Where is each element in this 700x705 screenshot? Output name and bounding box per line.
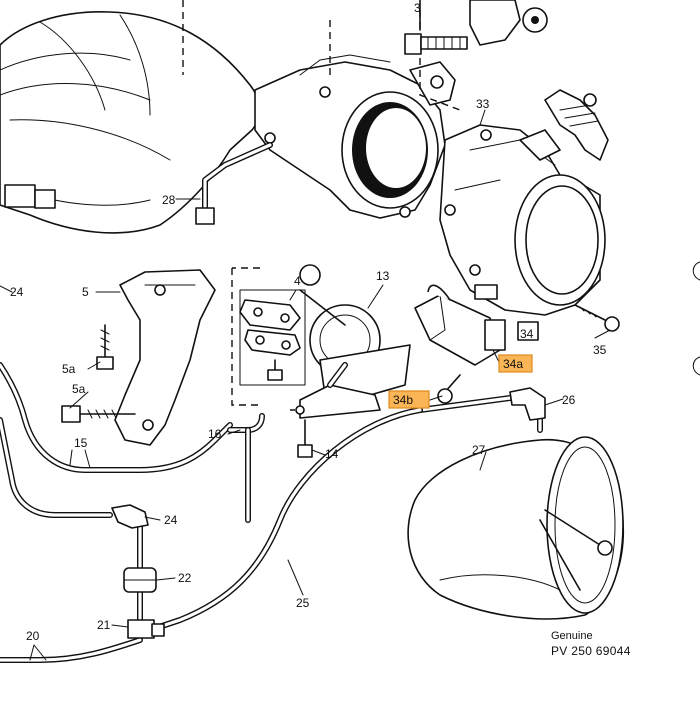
callout-15: 15 — [74, 436, 88, 450]
t-piece-21 — [127, 619, 165, 639]
callout-25: 25 — [296, 596, 310, 610]
callout-leaders — [0, 109, 611, 661]
bolt-5a-upper — [96, 324, 114, 370]
callout-labels: 3 33 28 24 5 13 4 5a 5a 34 35 34a 34b 26… — [10, 1, 607, 643]
vacuum-actuator — [295, 264, 411, 419]
bolt-5a-lower — [61, 405, 136, 423]
edge-markers — [692, 261, 700, 376]
gasket-kit — [239, 289, 306, 386]
elbow-26 — [509, 387, 546, 421]
throttle-body — [439, 89, 609, 316]
callout-21: 21 — [97, 618, 111, 632]
throttle-position-sensor — [414, 284, 506, 366]
footer-part-number: PV 250 69044 — [551, 644, 631, 658]
callout-24-mid: 24 — [164, 513, 178, 527]
screw-34b — [437, 374, 461, 404]
elbow-fitting-24 — [111, 504, 149, 529]
bolt-35 — [574, 304, 620, 332]
callout-26: 26 — [562, 393, 576, 407]
highlight-34a — [498, 354, 533, 373]
callout-22: 22 — [178, 571, 192, 585]
callout-3: 3 — [414, 1, 421, 15]
screw-14 — [297, 419, 313, 458]
pipe-28 — [195, 142, 273, 225]
callout-27: 27 — [472, 443, 486, 457]
callout-34b: 34b — [393, 393, 413, 407]
callout-5a-lower: 5a — [72, 382, 86, 396]
callout-35: 35 — [593, 343, 607, 357]
callout-4: 4 — [294, 274, 301, 288]
intake-plenum — [0, 11, 261, 234]
air-intake-duct — [407, 436, 625, 620]
callout-28: 28 — [162, 193, 176, 207]
callout-20: 20 — [26, 629, 40, 643]
callout-33: 33 — [476, 97, 490, 111]
callout-5: 5 — [82, 285, 89, 299]
bolt-3 — [404, 0, 468, 55]
callout-34: 34 — [520, 327, 534, 341]
callout-5a-upper: 5a — [62, 362, 76, 376]
bracket-5 — [114, 269, 216, 446]
vacuum-hoses — [0, 362, 543, 663]
callout-34a: 34a — [503, 357, 523, 371]
throttle-adapter — [254, 54, 456, 219]
top-right-fitting — [469, 0, 548, 46]
callout-24-left: 24 — [10, 285, 24, 299]
callout-13: 13 — [376, 269, 390, 283]
highlight-34b — [388, 390, 430, 409]
check-valve-22 — [123, 567, 157, 593]
callout-16: 16 — [208, 427, 222, 441]
part-34-marker — [517, 321, 539, 341]
callout-14: 14 — [325, 447, 339, 461]
footer-brand: Genuine — [551, 630, 593, 642]
